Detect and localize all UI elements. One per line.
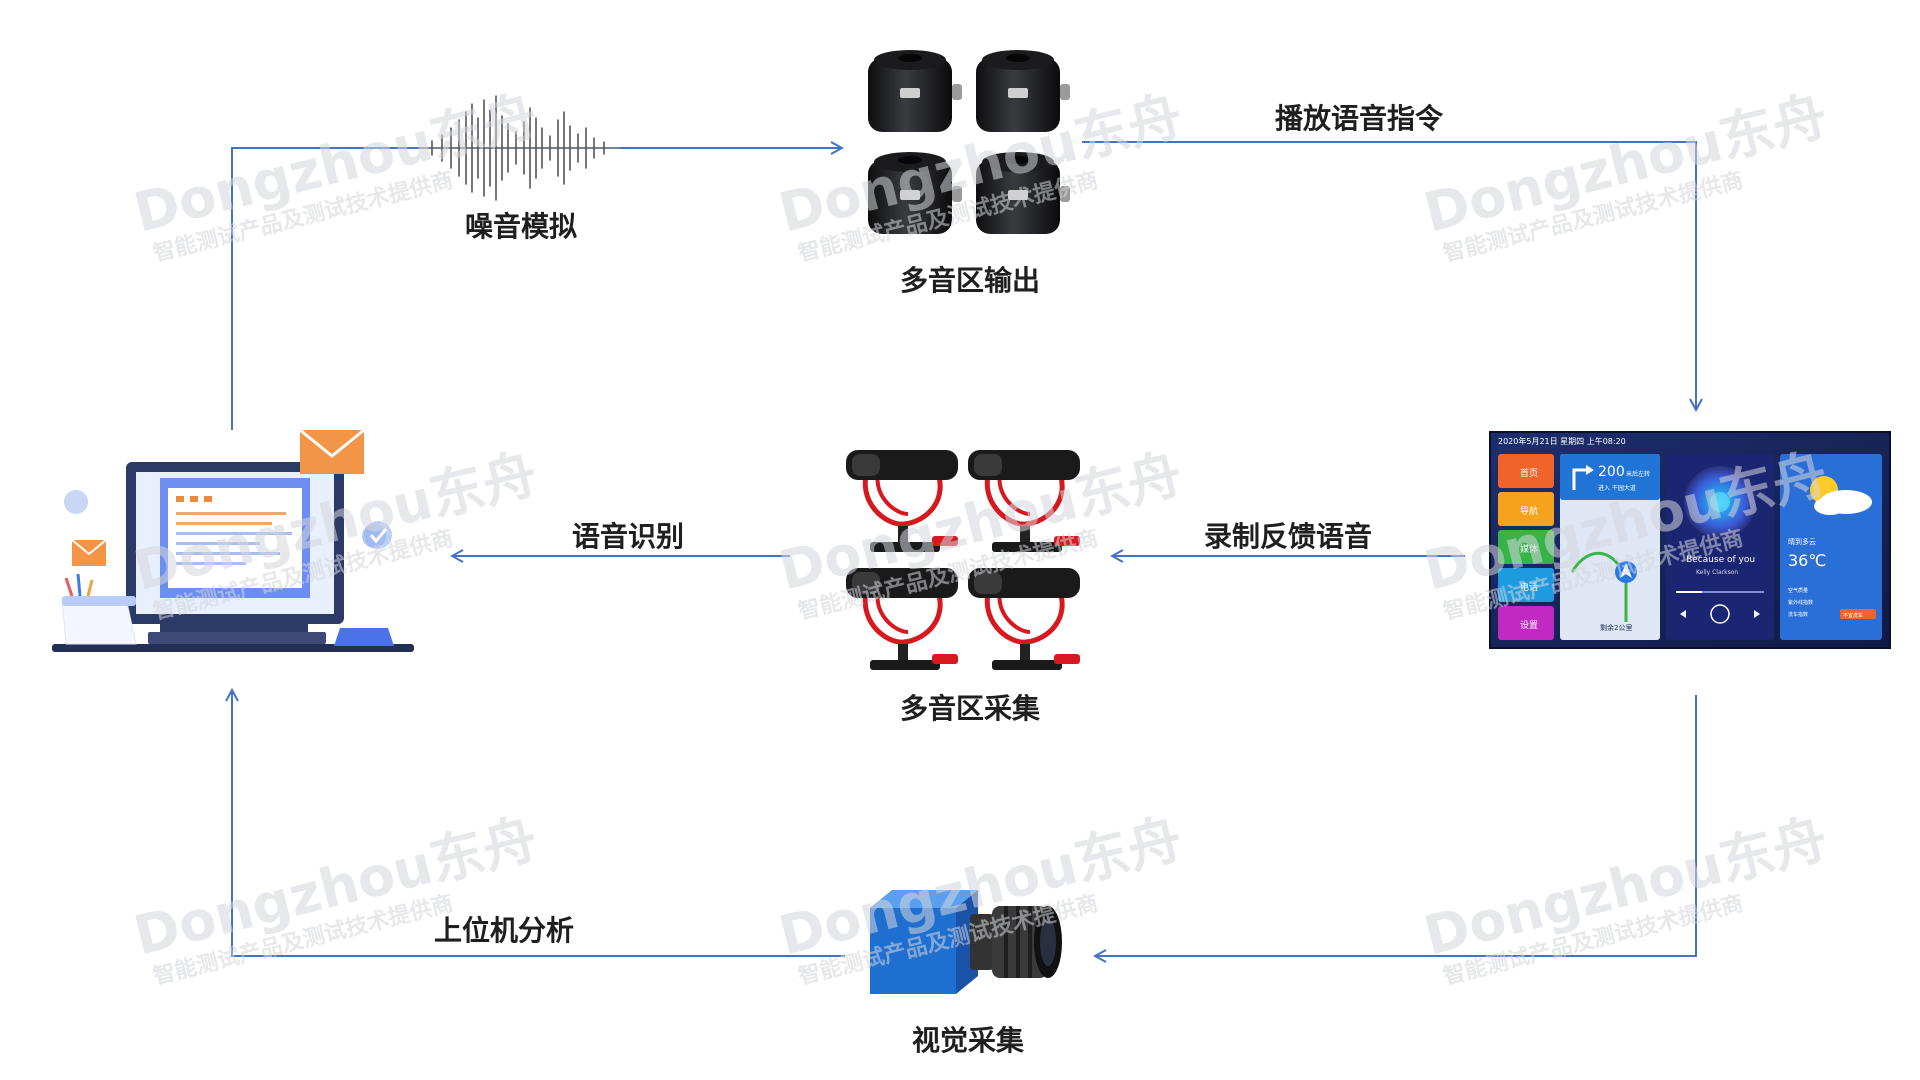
hmi-nav-distance: 200 [1598,464,1625,480]
label-record-feedback-voice: 录制反馈语音 [1204,520,1372,553]
hmi-menu-settings[interactable]: 设置 [1520,620,1538,631]
hmi-weather-badge: 不宜洗车 [1843,612,1863,619]
hmi-menu-nav[interactable]: 导航 [1520,505,1538,517]
label-multi-zone-capture: 多音区采集 [900,692,1040,725]
speaker-array [868,50,1070,234]
hmi-weather-row: 空气质量 [1788,587,1808,594]
arrow-screen-to-camera [1095,695,1697,956]
speaker-icon [868,152,962,234]
speaker-icon [868,50,962,132]
flow-arrows [231,141,1697,957]
microphone-icon [968,568,1080,670]
camera-icon [870,890,1062,994]
label-speech-recognition: 语音识别 [572,520,684,553]
computer-icon [52,428,414,652]
hmi-music-artist: Kelly Clarkson [1696,569,1738,576]
label-host-analysis: 上位机分析 [434,914,574,947]
hmi-weather-temp: 36℃ [1788,551,1826,570]
hmi-nav-road: 进入 干园大道 [1598,484,1636,492]
waveform-icon [419,95,621,201]
label-multi-zone-output: 多音区输出 [900,264,1040,297]
hmi-nav-unit: 米后左转 [1626,470,1650,478]
arrow-camera-to-pc [232,690,845,957]
label-visual-capture: 视觉采集 [912,1024,1024,1057]
hmi-music-card: Because of you Kelly Clarkson [1666,454,1774,640]
label-play-voice-command: 播放语音指令 [1275,102,1444,135]
arrow-pc-to-speakers [231,148,842,430]
watermark: Dongzhou东舟 智能测试产品及测试技术提供商 [1418,84,1833,267]
hmi-nav-card: 200 米后左转 进入 干园大道 剩余2公里 [1560,454,1660,640]
speaker-icon [976,50,1070,132]
hmi-weather-row: 洗车指数 [1788,611,1808,618]
hmi-status-time: 2020年5月21日 星期四 上午08:20 [1498,436,1626,446]
watermark: Dongzhou东舟 智能测试产品及测试技术提供商 [128,84,543,267]
hmi-music-title: Because of you [1686,555,1755,565]
prev-track-icon[interactable] [1680,610,1686,618]
infotainment-screen: 2020年5月21日 星期四 上午08:20 首页 导航 媒体 电话 设置 20… [1489,431,1891,649]
microphone-icon [846,568,958,670]
watermark: Dongzhou东舟 智能测试产品及测试技术提供商 [128,807,543,990]
microphone-array [846,450,1080,670]
watermark-layer: Dongzhou东舟 智能测试产品及测试技术提供商 Dongzhou东舟 智能测… [128,84,1833,990]
microphone-icon [846,450,958,552]
hmi-menu: 首页 导航 媒体 电话 设置 [1498,454,1554,640]
play-pause-icon[interactable] [1710,604,1730,624]
next-track-icon[interactable] [1754,610,1760,618]
hmi-menu-home[interactable]: 首页 [1520,467,1538,479]
hmi-nav-remaining: 剩余2公里 [1600,623,1632,632]
speaker-icon [976,152,1070,234]
hmi-weather-row: 紫外线指数 [1788,599,1813,606]
microphone-icon [968,450,1080,552]
arrow-speakers-to-screen [1082,141,1696,410]
hmi-menu-phone[interactable]: 电话 [1520,581,1538,593]
hmi-menu-media[interactable]: 媒体 [1520,543,1538,555]
watermark: Dongzhou东舟 智能测试产品及测试技术提供商 [1418,807,1833,990]
hmi-weather-card: 晴到多云 36℃ 空气质量 紫外线指数 洗车指数 不宜洗车 [1780,454,1882,640]
hmi-weather-desc: 晴到多云 [1788,537,1816,546]
label-noise-simulation: 噪音模拟 [465,210,577,243]
